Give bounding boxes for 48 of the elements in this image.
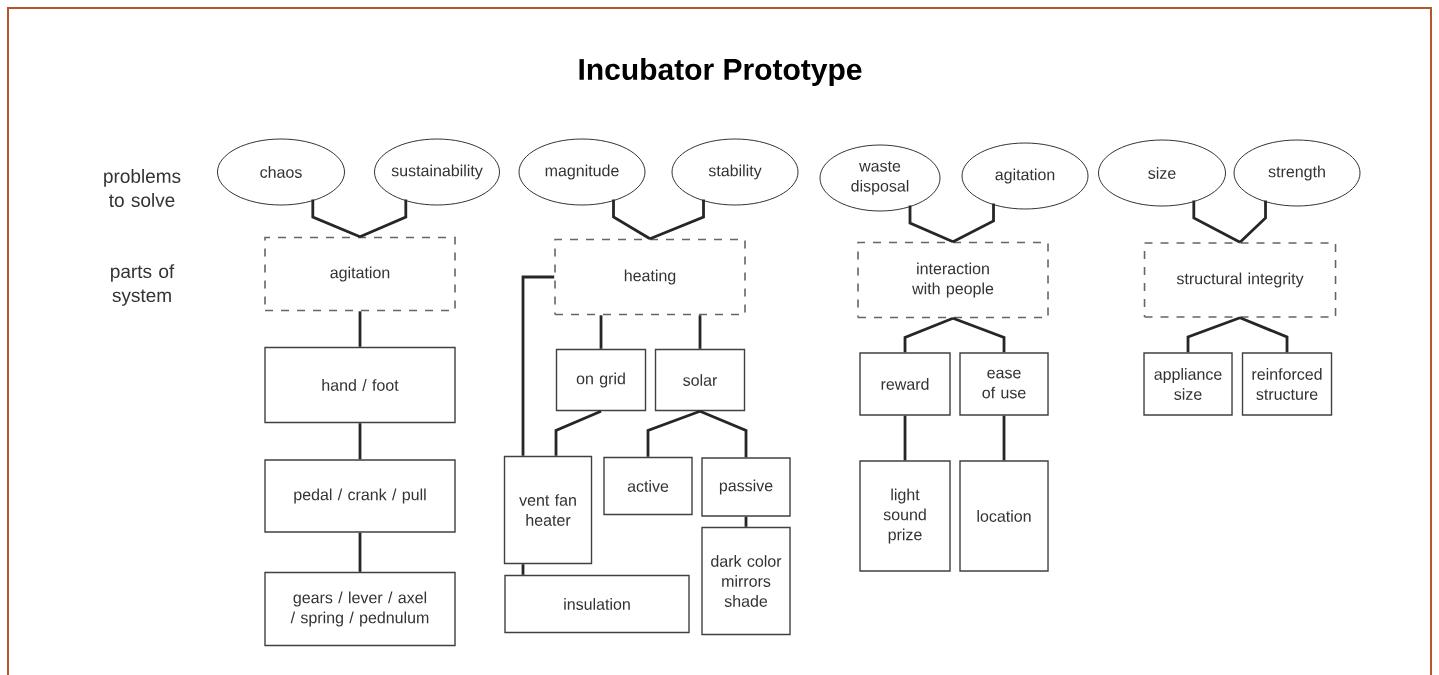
component-box: gears / lever / axel / spring / pednulum — [264, 571, 456, 647]
connector-line — [358, 532, 362, 572]
connector-line — [744, 516, 748, 527]
title: Incubator Prototype — [579, 58, 862, 86]
connector-line — [699, 409, 748, 458]
component-box: reward — [859, 352, 951, 416]
component-box: location — [959, 460, 1049, 572]
connector-line — [311, 199, 361, 238]
connector-line — [358, 423, 362, 460]
component-box: dark color mirrors shade — [701, 526, 791, 636]
component-box: active — [603, 456, 693, 516]
component-box: ease of use — [959, 352, 1049, 416]
connector-line — [521, 564, 525, 575]
connector-line — [1192, 200, 1241, 244]
connector-line — [698, 315, 702, 349]
component-box: light sound prize — [859, 460, 951, 572]
component-box: solar — [654, 348, 746, 412]
component-box: pedal / crank / pull — [264, 459, 456, 533]
connector-line — [649, 199, 705, 240]
connector-line — [359, 199, 408, 238]
component-box: hand / foot — [264, 346, 456, 424]
row-label: parts of system — [111, 264, 175, 306]
connector-line — [1002, 415, 1006, 461]
connector-line — [1186, 316, 1241, 353]
row-label: problems to solve — [104, 169, 181, 207]
connector-line — [903, 317, 954, 353]
component-box: on grid — [555, 348, 647, 412]
connector-line — [521, 275, 555, 456]
connector-line — [1239, 200, 1267, 244]
connector-line — [612, 199, 651, 240]
system-part-box: structural integrity — [1143, 242, 1337, 318]
connector-line — [952, 203, 995, 243]
connector-line — [554, 409, 602, 456]
system-part-box: interaction with people — [857, 241, 1049, 319]
connector-line — [599, 315, 603, 349]
system-part-box: agitation — [264, 236, 456, 312]
connector-line — [358, 311, 362, 347]
connector-line — [903, 415, 907, 461]
connector-line — [908, 205, 954, 243]
connector-line — [1239, 316, 1289, 353]
component-box: passive — [701, 457, 791, 517]
component-box: appliance size — [1143, 352, 1233, 416]
connector-line — [952, 317, 1006, 353]
connector-line — [646, 409, 701, 457]
component-box: reinforced structure — [1241, 352, 1333, 416]
component-box: vent fan heater — [503, 455, 593, 565]
component-box: insulation — [504, 574, 690, 634]
system-part-box: heating — [554, 238, 746, 316]
